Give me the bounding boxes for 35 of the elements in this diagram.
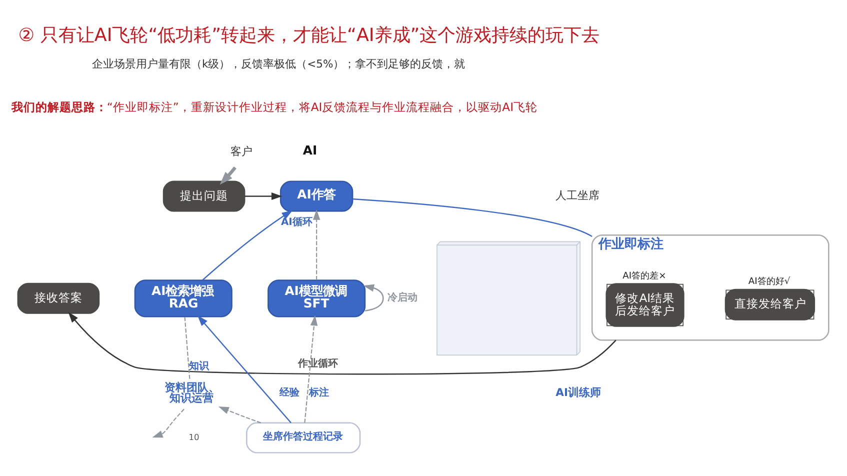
node-box: AI模型微调 SFT	[268, 280, 366, 318]
edge-label: 经验	[279, 388, 300, 399]
label: 10	[188, 432, 200, 442]
arrow	[220, 166, 236, 185]
node-label: AI答的好√	[748, 277, 790, 288]
arrow	[152, 408, 184, 438]
arrow	[218, 406, 262, 424]
node-text: AI训练师	[556, 386, 601, 399]
edge-label: AI循环	[280, 216, 312, 228]
arrow	[197, 315, 292, 424]
node-box: 坐席作答过程记录	[246, 422, 361, 454]
arrow	[304, 315, 318, 423]
node-label: AI答的差×	[622, 271, 666, 282]
node-box: AI检索增强 RAG	[134, 280, 232, 318]
arrow	[312, 210, 320, 280]
connector	[184, 316, 190, 379]
label: 企业场景用户量有限（k级），反馈率极低（<5%）；拿不到足够的反馈，就	[92, 57, 466, 70]
edge-label: 知识	[189, 360, 210, 372]
arrow	[244, 192, 282, 200]
arrow	[68, 312, 616, 375]
label: AI	[302, 142, 318, 158]
node-text: 客户	[230, 145, 253, 158]
node-box: AI作答	[280, 180, 354, 212]
arrow	[202, 210, 293, 280]
edge-label: 作业循环	[298, 358, 338, 370]
node-text: 资料团队、知识运营	[164, 380, 220, 405]
connector	[352, 198, 592, 238]
edge-label: 冷启动	[388, 292, 418, 304]
diagram-title: ② 只有让AI飞轮“低功耗”转起来，才能让“AI养成”这个游戏持续的玩下去	[18, 25, 600, 46]
node-box: 接收答案	[17, 282, 100, 314]
node-box: 提出问题	[162, 180, 246, 212]
node-text: 人工坐席	[556, 189, 600, 202]
arrow	[363, 284, 384, 312]
label: 我们的解题思路：“作业即标注”，重新设计作业过程，将AI反馈流程与作业流程融合，以驱动AI飞轮	[12, 100, 538, 114]
edge-label: 标注	[309, 388, 330, 399]
